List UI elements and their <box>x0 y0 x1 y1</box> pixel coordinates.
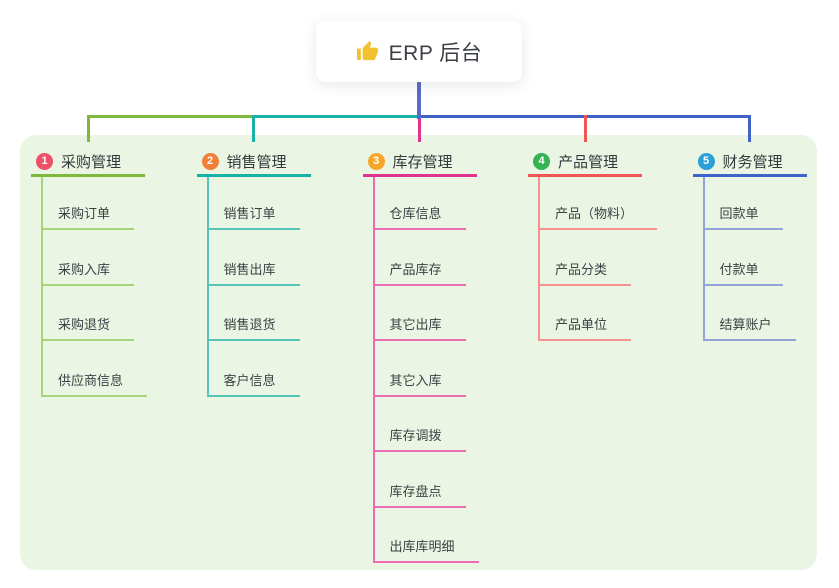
connector-drop-line <box>748 115 751 142</box>
branch-number-badge: 3 <box>367 152 385 170</box>
branch-node-库存管理[interactable]: 3 库存管理 <box>362 148 477 177</box>
child-node-其它入库[interactable]: 其它入库 <box>372 356 466 397</box>
branch-number-badge: 2 <box>201 152 219 170</box>
branch-title: 产品管理 <box>558 153 619 171</box>
child-node-产品分类[interactable]: 产品分类 <box>538 245 632 286</box>
connector-drop-line <box>418 118 421 142</box>
child-node-仓库信息[interactable]: 仓库信息 <box>372 189 466 230</box>
connector-drop-line <box>252 115 255 142</box>
child-node-采购退货[interactable]: 采购退货 <box>41 300 135 341</box>
child-node-产品（物料）[interactable]: 产品（物料） <box>538 189 658 230</box>
branch-title: 销售管理 <box>226 153 287 171</box>
child-connector-line <box>538 176 540 341</box>
connector-drop-line <box>583 115 587 142</box>
child-connector-line <box>702 176 705 341</box>
child-node-销售退货[interactable]: 销售退货 <box>206 300 300 341</box>
child-node-库存调拨[interactable]: 库存调拨 <box>372 411 466 452</box>
child-connector-line <box>41 176 43 397</box>
child-node-客户信息[interactable]: 客户信息 <box>206 356 300 397</box>
child-connector-line <box>206 176 209 397</box>
child-connector-line <box>372 176 375 563</box>
diagram-background-panel <box>20 135 817 570</box>
child-node-付款单[interactable]: 付款单 <box>702 245 783 286</box>
child-node-销售订单[interactable]: 销售订单 <box>206 189 300 230</box>
root-connector-line <box>416 82 421 119</box>
branch-node-产品管理[interactable]: 4 产品管理 <box>528 148 642 177</box>
thumbs-up-icon <box>356 40 379 63</box>
branch-node-销售管理[interactable]: 2 销售管理 <box>196 148 311 177</box>
child-node-出库库明细[interactable]: 出库库明细 <box>372 522 479 563</box>
child-node-回款单[interactable]: 回款单 <box>702 189 783 230</box>
branch-node-采购管理[interactable]: 1 采购管理 <box>31 148 145 177</box>
child-node-产品库存[interactable]: 产品库存 <box>372 245 466 286</box>
child-node-结算账户[interactable]: 结算账户 <box>702 300 796 341</box>
branch-title: 采购管理 <box>61 153 122 171</box>
branch-number-badge: 4 <box>533 152 550 170</box>
branch-number-badge: 5 <box>697 152 715 170</box>
branch-node-财务管理[interactable]: 5 财务管理 <box>692 148 807 177</box>
connector-trunk-left-green <box>86 115 254 118</box>
child-node-采购订单[interactable]: 采购订单 <box>41 189 135 230</box>
child-node-库存盘点[interactable]: 库存盘点 <box>372 467 466 508</box>
root-node-title: ERP 后台 <box>388 41 483 65</box>
connector-trunk-left-teal <box>252 115 419 118</box>
connector-drop-line <box>86 115 90 142</box>
child-node-销售出库[interactable]: 销售出库 <box>206 245 300 286</box>
child-node-供应商信息[interactable]: 供应商信息 <box>41 356 148 397</box>
root-node[interactable]: ERP 后台 <box>316 21 522 82</box>
branch-number-badge: 1 <box>36 152 53 170</box>
branch-title: 财务管理 <box>722 153 783 171</box>
child-node-产品单位[interactable]: 产品单位 <box>538 300 632 341</box>
child-node-采购入库[interactable]: 采购入库 <box>41 245 135 286</box>
child-node-其它出库[interactable]: 其它出库 <box>372 300 466 341</box>
branch-title: 库存管理 <box>392 153 453 171</box>
